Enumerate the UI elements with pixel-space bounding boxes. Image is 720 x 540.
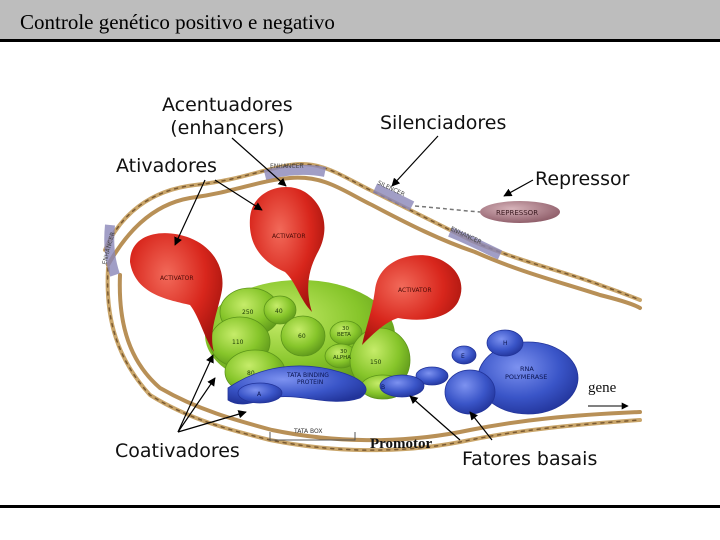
rna-pol-line2: POLYMERASE	[505, 373, 547, 381]
rna-pol-line1: RNA	[520, 365, 534, 373]
enhancers-line1: Acentuadores	[162, 94, 293, 116]
coact-250-label: 250	[242, 309, 254, 316]
repressor-inner-label: REPRESSOR	[496, 209, 538, 217]
activator-left-label: ACTIVATOR	[160, 275, 194, 282]
gene-label: gene	[588, 380, 617, 396]
repressor-label: Repressor	[535, 168, 630, 190]
coact-30alpha-line2: ALPHA	[333, 355, 351, 361]
f-b-label: B	[381, 384, 385, 391]
tata-box-label: TATA BOX	[293, 428, 323, 435]
f-h-label: H	[503, 340, 508, 347]
activator-center-label: ACTIVATOR	[272, 233, 306, 240]
tata-binding-line1: TATA BINDING	[286, 372, 329, 379]
basal-factors-label: Fatores basais	[462, 448, 598, 470]
enhancers-line2: (enhancers)	[170, 117, 285, 139]
enhancer-top-label: ENHANCER	[270, 163, 304, 170]
tata-box-marker: TATA BOX	[269, 428, 356, 441]
enhancers-label: Acentuadores (enhancers)	[162, 94, 293, 140]
coact-30beta-line1: 30	[342, 326, 349, 332]
coact-30beta-line2: BETA	[337, 332, 351, 338]
f-a-label: A	[257, 391, 262, 398]
coact-40-label: 40	[275, 308, 283, 315]
coact-150-label: 150	[370, 359, 382, 366]
title-bar: Controle genético positivo e negativo	[0, 0, 720, 42]
activator-proteins: ACTIVATOR ACTIVATOR ACTIVATOR	[130, 187, 462, 352]
bottom-rule	[0, 505, 720, 508]
f-e-label: E	[461, 353, 465, 360]
coact-110-label: 110	[232, 339, 244, 346]
activators-label: Ativadores	[116, 155, 217, 177]
coact-80-label: 80	[247, 370, 255, 377]
promoter-label: Promotor	[370, 436, 433, 452]
activator-right-label: ACTIVATOR	[398, 287, 432, 294]
tata-binding-line2: PROTEIN	[297, 379, 323, 386]
coactivators-label: Coativadores	[115, 440, 240, 462]
leader-arrows	[174, 135, 534, 441]
coact-60-label: 60	[298, 333, 306, 340]
slide-title: Controle genético positivo e negativo	[20, 10, 335, 34]
repressor-protein: REPRESSOR	[414, 201, 560, 223]
dna-helix	[103, 162, 642, 453]
coact-30alpha-line1: 30	[340, 349, 347, 355]
silencers-label: Silenciadores	[380, 112, 507, 134]
